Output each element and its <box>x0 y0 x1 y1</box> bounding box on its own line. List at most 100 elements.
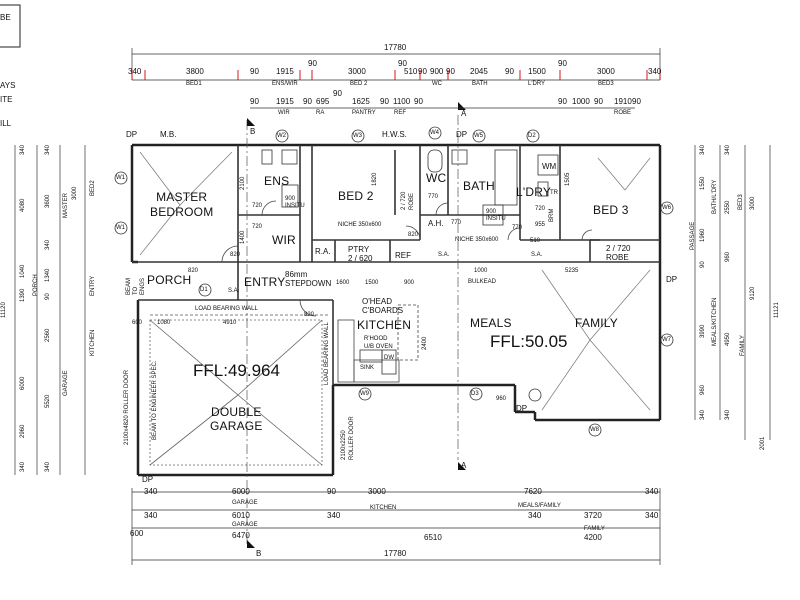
dim-right-overall: 11121 <box>774 302 780 318</box>
note-smoke-alarm-2: S.A. <box>438 252 450 258</box>
dim-bot3-1: 600 <box>130 529 144 538</box>
note-downpipe-4: DP <box>142 475 154 484</box>
window-markers <box>114 126 674 437</box>
inner-dim-19: 900 <box>404 280 415 286</box>
dim-top-15: 90 <box>558 59 567 68</box>
dim-bot2-2: 6010 <box>232 511 250 520</box>
dim-top2-13: 1910 <box>614 97 632 106</box>
dim-top2-2: 1915 <box>276 97 294 106</box>
inner-dim-18: 1500 <box>365 280 379 286</box>
window-label-w3: W3 <box>353 133 362 139</box>
room-label-wc: WC <box>426 171 447 185</box>
dim-right2-3: 960 <box>725 251 731 262</box>
dim-right-7: 340 <box>700 409 706 420</box>
dim-top-17: 340 <box>648 67 662 76</box>
note-downpipe-5: DP <box>516 404 528 413</box>
door-label-d2: D2 <box>528 133 536 139</box>
dim-bot2-1: 340 <box>144 511 158 520</box>
room-label-master-bedroom: MASTER BEDROOM <box>150 190 214 219</box>
dim-top-label-bed3: BED3 <box>598 81 614 87</box>
dim-top2-12: 90 <box>594 97 603 106</box>
inner-dim-23: 4910 <box>223 320 237 326</box>
note-rangehood-oven: R'HOOD U/B OVEN <box>364 336 393 350</box>
inner-dim-20: 1000 <box>474 268 488 274</box>
dim-left2-6: 2560 <box>45 328 51 342</box>
dim-top-13: 90 <box>505 67 514 76</box>
note-robe-bed3: 2 / 720 ROBE <box>606 244 631 262</box>
dim-left2-2: 3600 <box>45 194 51 208</box>
note-downpipe-2: DP <box>456 130 468 139</box>
dim-left2-5: 90 <box>45 293 51 300</box>
dim-top-label-wc: WC <box>432 81 442 87</box>
section-label-b-top: B <box>250 127 256 136</box>
window-label-w4: W4 <box>430 130 439 136</box>
dim-top-5: 90 <box>308 59 317 68</box>
dim-top-9: 90 <box>418 67 427 76</box>
inner-dim-21: 5235 <box>565 268 579 274</box>
inner-dim-9: 770 <box>428 194 439 200</box>
dim-top2-9: 90 <box>414 97 423 106</box>
dim-top2-5: 90 <box>333 89 342 98</box>
dim-left2-1: 340 <box>45 144 51 155</box>
room-label-family: FAMILY <box>575 316 618 330</box>
legend-text-2: AYS <box>0 81 16 90</box>
note-broom: BRM <box>549 208 555 222</box>
inner-dim-8: 1505 <box>565 172 571 186</box>
note-ref: REF <box>395 251 411 260</box>
dim-top-11: 90 <box>446 67 455 76</box>
dim-top-16: 3000 <box>597 67 615 76</box>
legend-box <box>0 4 21 48</box>
note-smoke-alarm-3: S.A. <box>531 252 543 258</box>
dim-top-overall: 17780 <box>384 43 407 52</box>
dim-top-8: 510 <box>404 67 418 76</box>
inner-dim-3: 720 <box>252 224 263 230</box>
dim-top2-7: 90 <box>380 97 389 106</box>
room-label-porch: PORCH <box>147 273 192 287</box>
dim-bot3-3: 6510 <box>424 533 442 542</box>
legend-text-1: BE <box>0 13 11 22</box>
dim-top-7: 90 <box>398 59 407 68</box>
dim-bot-5: 7620 <box>524 487 542 496</box>
inner-dim-10: 770 <box>451 220 462 226</box>
fixtures <box>261 149 559 375</box>
dim-right3-2: 9120 <box>750 286 756 300</box>
room-label-bed-3: BED 3 <box>593 203 629 217</box>
note-dishwasher: DW <box>384 355 394 361</box>
note-beam-engineer: BEAM TO ENGINEER SPEC. <box>152 360 158 440</box>
dim-bot-label-meals-family: MEALS/FAMILY <box>518 503 561 509</box>
dim-top2-14: 90 <box>632 97 641 106</box>
inner-dim-25: 2400 <box>422 336 428 350</box>
room-label-laundry: L'DRY <box>516 185 552 199</box>
dim-right-4: 90 <box>700 261 706 268</box>
dim-bot3-4: 4200 <box>584 533 602 542</box>
note-meter-box: M.B. <box>160 130 177 139</box>
dim-top-3: 90 <box>250 67 259 76</box>
note-roller-door-garage: 2100x4820 ROLLER DOOR <box>124 369 130 445</box>
room-label-kitchen: KITCHEN <box>357 318 412 332</box>
dim-left2-7: 5520 <box>45 394 51 408</box>
dim-bot-label-kitchen: KITCHEN <box>370 505 397 511</box>
dim-right-label-family: FAMILY <box>740 335 746 356</box>
dim-bot2-5: 3720 <box>584 511 602 520</box>
inner-dim-4: 1400 <box>240 230 246 244</box>
section-marker-a-bottom <box>458 462 466 470</box>
inner-dim-14: 720 <box>535 206 546 212</box>
dim-top2-label-wir: WIR <box>278 110 290 116</box>
dim-left-label-kitchen: KITCHEN <box>90 329 96 356</box>
room-label-meals: MEALS <box>470 316 512 330</box>
dim-left3-1: 3000 <box>72 186 78 200</box>
dim-left2-3: 340 <box>45 239 51 250</box>
window-label-w5: W5 <box>474 133 483 139</box>
inner-dim-6: 820 <box>408 232 419 238</box>
dim-top-6: 3000 <box>348 67 366 76</box>
note-beam-porch: BEAM TO ENGS <box>126 277 146 295</box>
note-pantry: PTRY 2 / 620 <box>348 245 373 263</box>
room-label-wir: WIR <box>272 233 296 247</box>
note-downpipe-1: DP <box>126 130 138 139</box>
note-tr: TR <box>550 190 558 196</box>
dim-left-6: 2960 <box>20 424 26 438</box>
section-label-a-bottom: A <box>461 461 467 470</box>
dim-right-label-bath-ldry: BATH/L'DRY <box>712 179 718 214</box>
dim-right3-3: 2001 <box>760 436 766 450</box>
dim-bot3-2: 6470 <box>232 531 250 540</box>
